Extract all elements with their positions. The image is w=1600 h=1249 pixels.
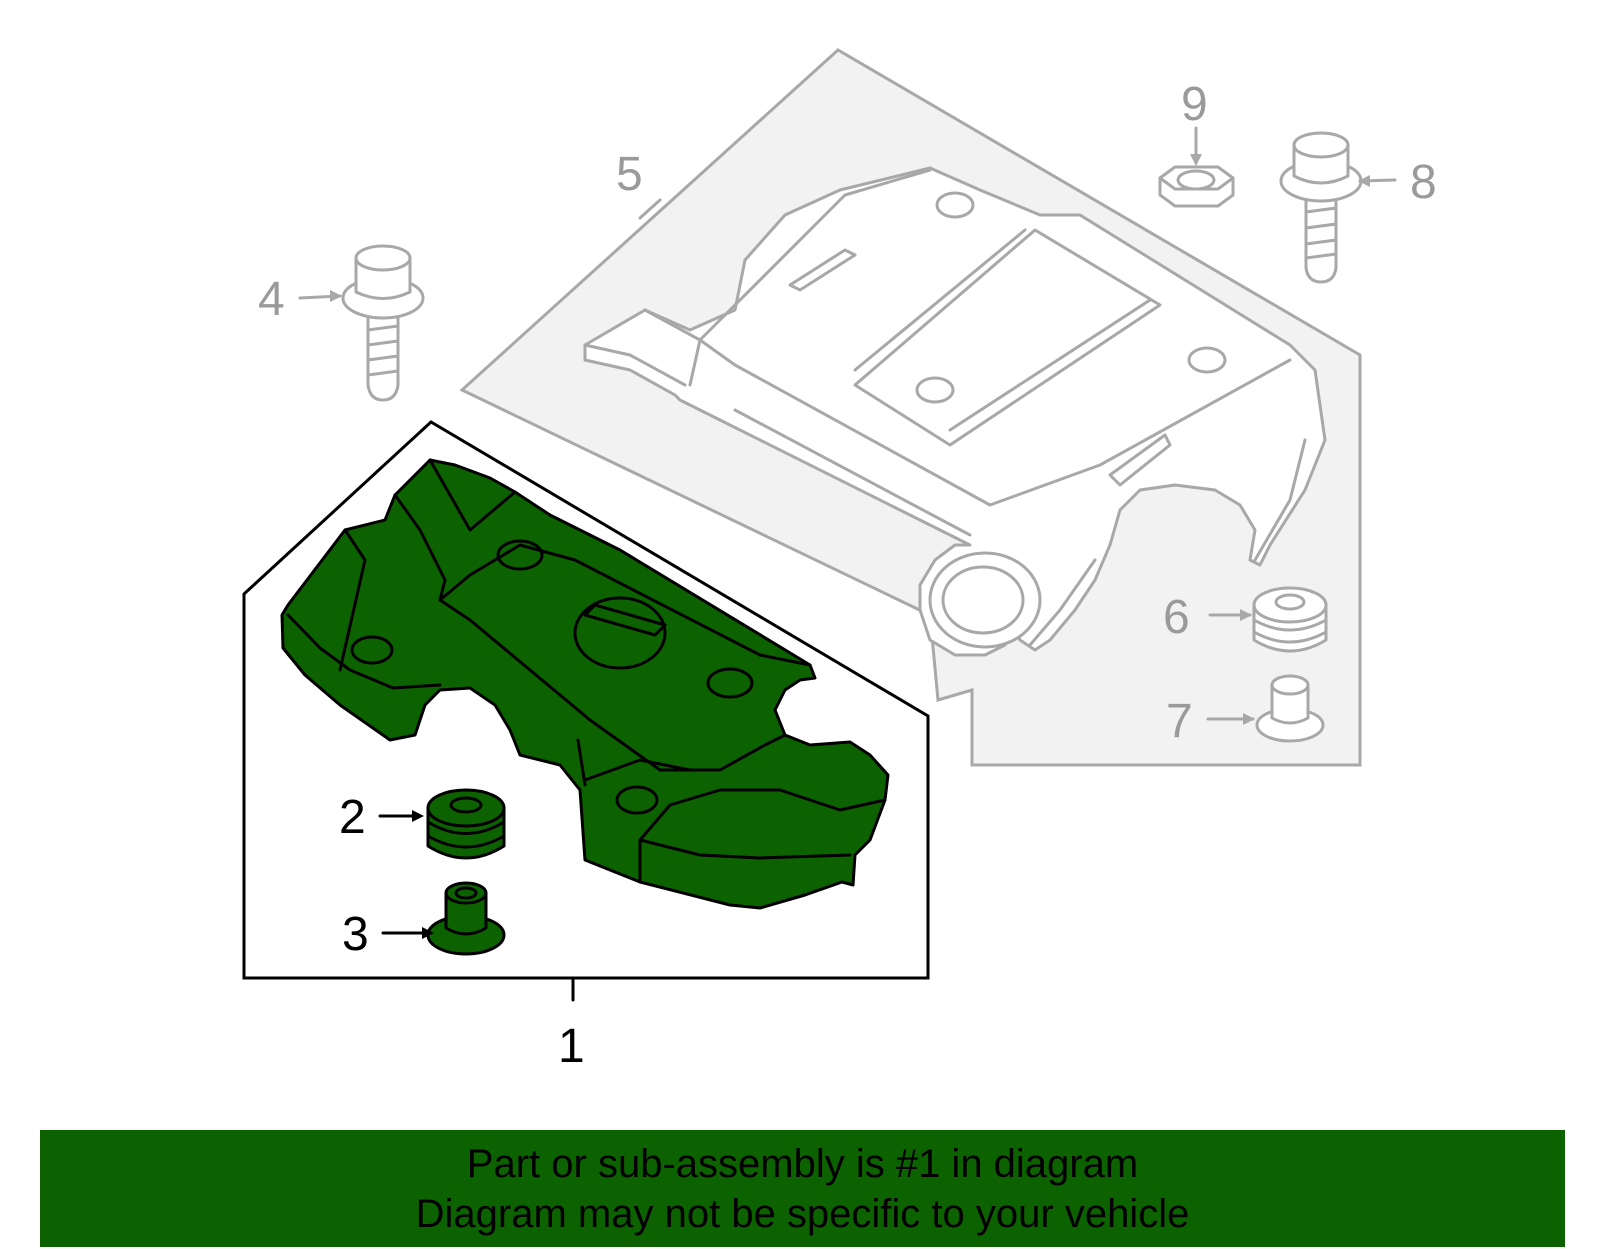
grommet-6-icon <box>1252 586 1328 653</box>
banner-line-2: Diagram may not be specific to your vehi… <box>415 1191 1190 1236</box>
banner-line-1: Part or sub-assembly is #1 in diagram <box>466 1141 1139 1186</box>
engine-cover-secondary <box>583 166 1327 657</box>
engine-cover-highlighted <box>280 458 890 910</box>
info-banner: Part or sub-assembly is #1 in diagram Di… <box>40 1130 1565 1247</box>
callout-9: 9 <box>1181 78 1208 131</box>
callout-3: 3 <box>342 908 369 961</box>
bolt-8-icon <box>1279 131 1363 284</box>
callout-8: 8 <box>1410 156 1437 209</box>
leader-arrows <box>298 126 1397 939</box>
callout-1: 1 <box>558 1020 585 1073</box>
callout-6: 6 <box>1163 591 1190 644</box>
callout-5: 5 <box>616 148 643 201</box>
grommet-2-icon <box>426 788 506 860</box>
callout-2: 2 <box>339 791 366 844</box>
nut-9-icon <box>1158 165 1235 208</box>
collar-7-icon <box>1255 674 1325 743</box>
callout-7: 7 <box>1166 695 1193 748</box>
bolt-4-icon <box>341 244 425 402</box>
callout-4: 4 <box>258 273 285 326</box>
